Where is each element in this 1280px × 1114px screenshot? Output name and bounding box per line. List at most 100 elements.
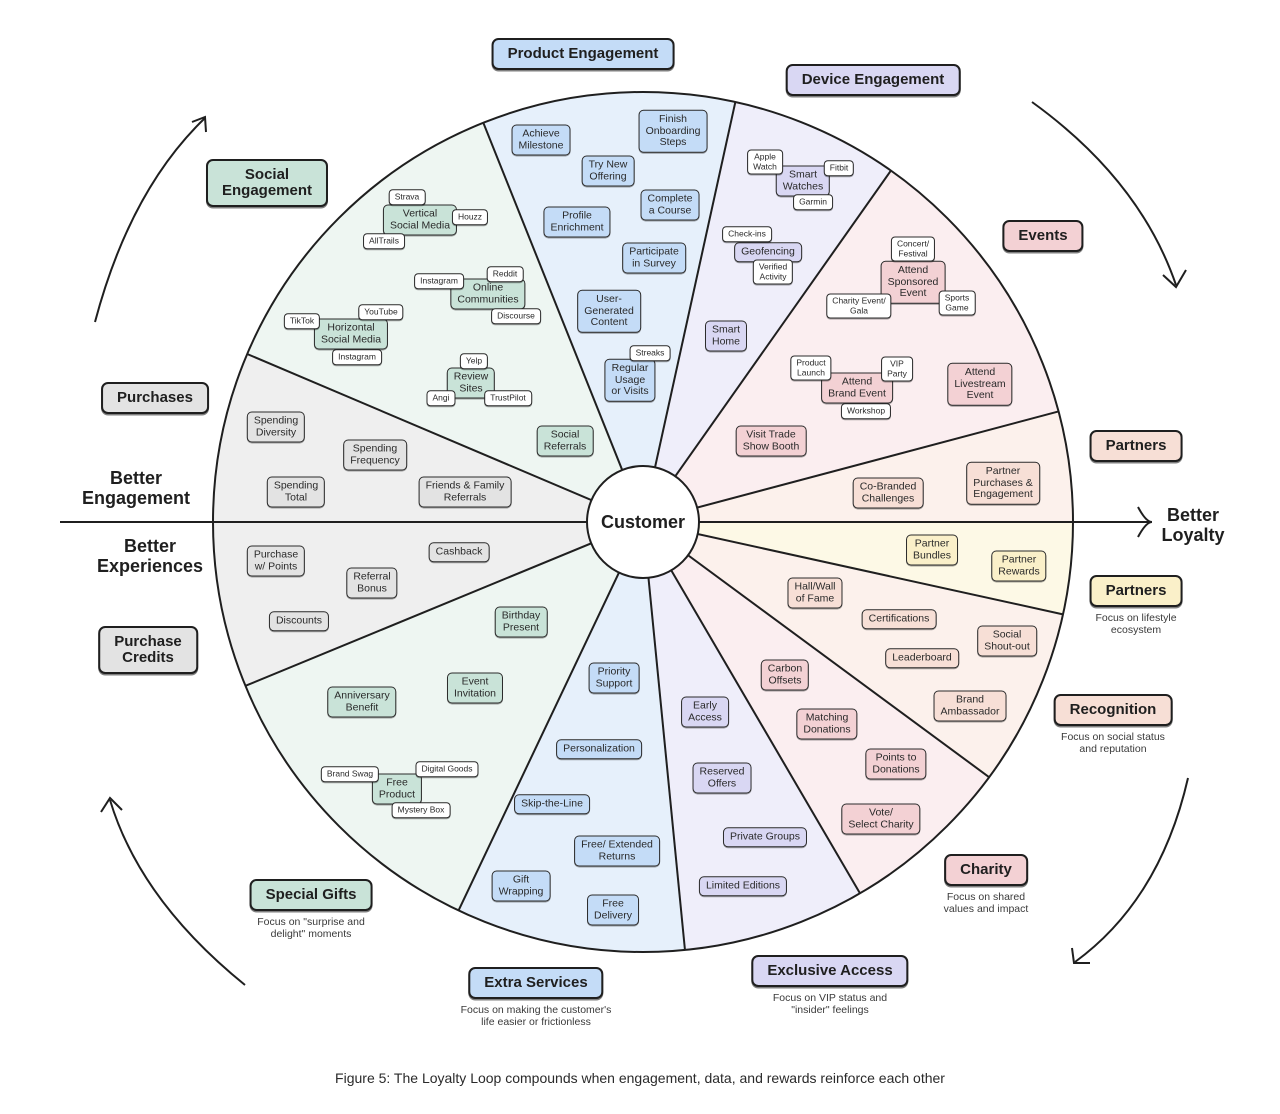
product-item: Participate in Survey (622, 242, 686, 274)
wheel-spoke (642, 521, 861, 894)
wheel-spoke (642, 521, 686, 951)
exclusive-item: Reserved Offers (692, 762, 752, 794)
events-item: Attend Brand Event (821, 372, 893, 404)
purchases-item: Friends & Family Referrals (418, 476, 512, 508)
purchases-item: Spending Diversity (246, 411, 306, 443)
recognition-item: Social Shout-out (977, 625, 1037, 657)
better-experiences-label: Better Experiences (96, 536, 204, 576)
partners2-item: Partner Rewards (991, 550, 1047, 582)
social-tag: Instagram (332, 349, 382, 365)
category-exclusive-description: Focus on VIP status and "insider" feelin… (772, 992, 888, 1016)
device-tag: Garmin (793, 194, 833, 210)
wheel-spoke (245, 521, 644, 687)
credits-item: Purchase w/ Points (246, 545, 306, 577)
charity-item: Carbon Offsets (760, 659, 810, 691)
events-item: Attend Sponsored Event (880, 260, 946, 304)
events-tag: Sports Game (938, 290, 976, 316)
exclusive-item: Limited Editions (698, 876, 788, 896)
figure-caption: Figure 5: The Loyalty Loop compounds whe… (335, 1070, 945, 1086)
category-device: Device Engagement (785, 64, 961, 96)
events-tag: Charity Event/ Gala (826, 293, 892, 319)
gifts-tag: Brand Swag (320, 766, 380, 782)
recognition-item: Leaderboard (885, 648, 959, 668)
wheel-spoke (642, 521, 990, 778)
better-loyalty-label: Better Loyalty (1161, 505, 1225, 545)
wheel-spoke (246, 353, 644, 523)
category-exclusive: Exclusive Access (751, 955, 909, 987)
category-charity-description: Focus on shared values and impact (943, 891, 1029, 915)
events-tag: Product Launch (790, 355, 832, 381)
extra-item: Free/ Extended Returns (574, 835, 660, 867)
events-item: Attend Livestream Event (947, 362, 1013, 406)
recognition-item: Certifications (861, 609, 937, 629)
device-tag: Apple Watch (747, 149, 783, 175)
social-tag: AllTrails (363, 233, 405, 249)
category-gifts-description: Focus on "surprise and delight" moments (257, 916, 365, 940)
customer-hub: Customer (586, 465, 700, 579)
events-tag: Workshop (840, 403, 892, 419)
credits-item: Cashback (428, 542, 490, 562)
category-partners2: Partners (1089, 575, 1183, 607)
product-tag: Streaks (629, 345, 671, 361)
social-item: Social Referrals (536, 425, 594, 457)
category-product: Product Engagement (491, 38, 675, 70)
device-item: Smart Home (704, 320, 748, 352)
extra-item: Gift Wrapping (491, 870, 551, 902)
arrow-head-icon (100, 796, 123, 813)
credits-item: Referral Bonus (346, 567, 398, 599)
product-item: Complete a Course (640, 189, 700, 221)
exclusive-item: Private Groups (722, 827, 808, 847)
device-tag: Check-ins (722, 226, 772, 242)
partners-item: Partner Purchases & Engagement (966, 461, 1040, 505)
product-item: Finish Onboarding Steps (638, 109, 708, 153)
charity-item: Matching Donations (796, 708, 858, 740)
category-extra-description: Focus on making the customer's life easi… (460, 1004, 612, 1028)
loop-arrow-top-right (1031, 101, 1177, 286)
device-tag: Fitbit (823, 160, 855, 176)
wheel-spoke (642, 410, 1059, 523)
gifts-tag: Digital Goods (415, 761, 479, 777)
credits-item: Discounts (268, 611, 330, 631)
category-charity: Charity (944, 854, 1028, 886)
category-purchases: Purchases (101, 382, 209, 414)
category-extra: Extra Services (468, 967, 604, 999)
extra-item: Personalization (556, 739, 642, 759)
product-item: Try New Offering (581, 155, 635, 187)
social-tag: Strava (388, 189, 426, 205)
wheel-sector-events (643, 522, 990, 894)
gifts-item: Birthday Present (494, 606, 548, 638)
arrow-head-icon (191, 115, 207, 133)
arrow-head-icon (1071, 947, 1090, 964)
customer-label: Customer (600, 511, 685, 532)
social-tag: Reddit (486, 266, 524, 282)
extra-item: Skip-the-Line (514, 794, 590, 814)
wheel-spoke (642, 521, 1064, 616)
purchases-item: Spending Total (266, 476, 326, 508)
category-events: Events (1002, 220, 1084, 252)
events-tag: VIP Party (881, 356, 913, 382)
wheel-sector-purchases (213, 522, 643, 686)
gifts-item: Anniversary Benefit (327, 686, 397, 718)
arrow-head-icon (1162, 269, 1187, 289)
social-tag: TrustPilot (484, 390, 532, 406)
social-tag: Discourse (491, 308, 541, 324)
category-recognition: Recognition (1053, 694, 1173, 726)
category-social: Social Engagement (205, 159, 329, 207)
events-tag: Concert/ Festival (890, 236, 936, 262)
social-item: Vertical Social Media (382, 204, 458, 236)
social-tag: Yelp (459, 353, 489, 369)
better-engagement-label: Better Engagement (81, 468, 191, 508)
social-tag: TikTok (283, 313, 321, 329)
category-partners: Partners (1089, 430, 1183, 462)
social-tag: Angi (426, 390, 456, 406)
social-item: Horizontal Social Media (313, 318, 389, 350)
loyalty-arrow-head-icon (1137, 506, 1153, 538)
wheel-spoke (482, 122, 644, 523)
gifts-tag: Mystery Box (391, 802, 451, 818)
extra-item: Priority Support (588, 662, 640, 694)
wheel-spoke (642, 101, 737, 523)
loop-arrow-top-left (94, 117, 206, 323)
extra-item: Free Delivery (587, 894, 639, 926)
charity-item: Vote/ Select Charity (841, 803, 921, 835)
category-credits: Purchase Credits (98, 626, 198, 674)
